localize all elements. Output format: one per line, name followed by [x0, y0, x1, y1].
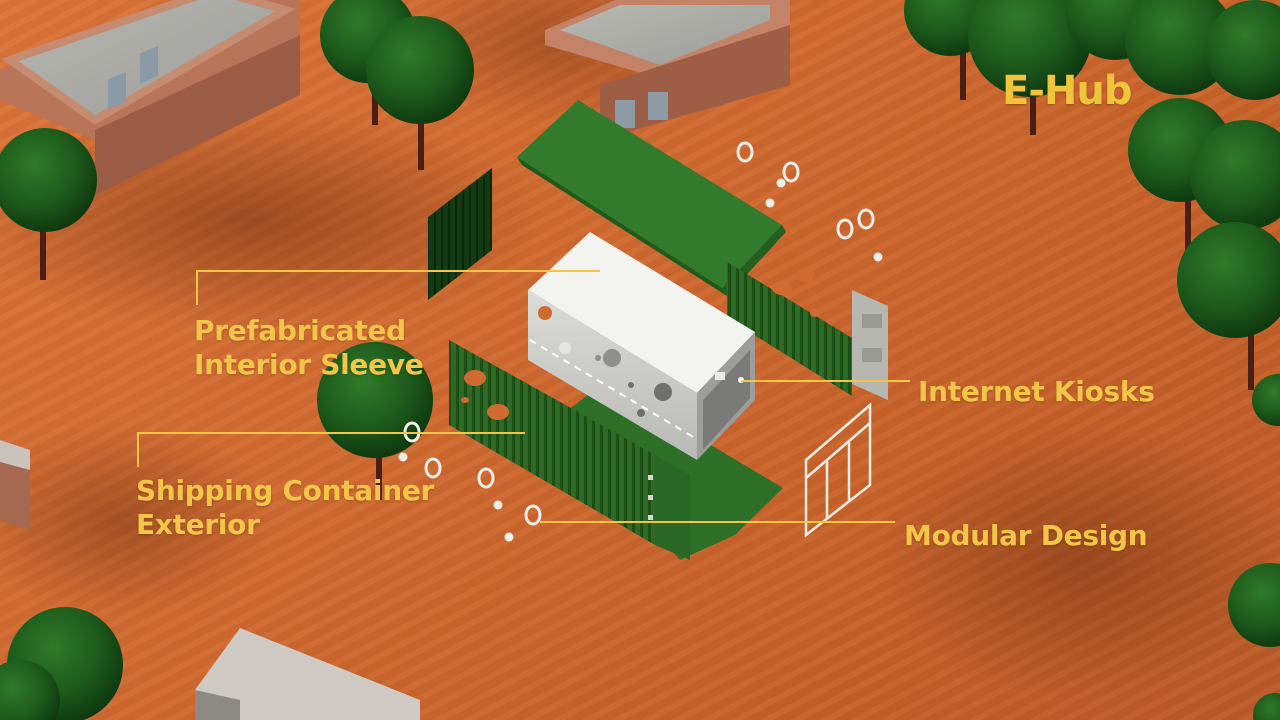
container-side-wall-back: [727, 262, 852, 396]
callout-modular-design-text: Modular Design: [904, 519, 1148, 552]
callout-interior-sleeve-line2: Interior Sleeve: [194, 348, 424, 381]
building-left-edge: [0, 440, 30, 530]
callout-lines: [137, 270, 910, 523]
callout-container-exterior-line1: Shipping Container: [136, 474, 435, 507]
building-top-left: [0, 0, 300, 195]
callout-container-exterior-line2: Exterior: [136, 508, 260, 541]
building-top-center: [545, 0, 790, 140]
callout-interior-sleeve-line1: Prefabricated: [194, 314, 406, 347]
ehub-title: E-Hub: [1002, 68, 1133, 114]
building-bottom: [195, 628, 420, 720]
hardware-rings: [398, 141, 883, 542]
callout-internet-kiosks-text: Internet Kiosks: [918, 375, 1155, 408]
container-end-wall-left: [428, 168, 492, 300]
modular-door-frame: [804, 402, 872, 538]
interior-sleeve-box: [528, 232, 755, 460]
callout-internet-kiosks: Internet Kiosks: [918, 375, 1155, 409]
container-side-wall-front: [449, 340, 690, 560]
callout-interior-sleeve: Prefabricated Interior Sleeve: [194, 314, 424, 382]
callout-container-exterior: Shipping Container Exterior: [136, 474, 434, 542]
container-door-panel: [852, 290, 888, 400]
callout-modular-design: Modular Design: [904, 519, 1148, 553]
